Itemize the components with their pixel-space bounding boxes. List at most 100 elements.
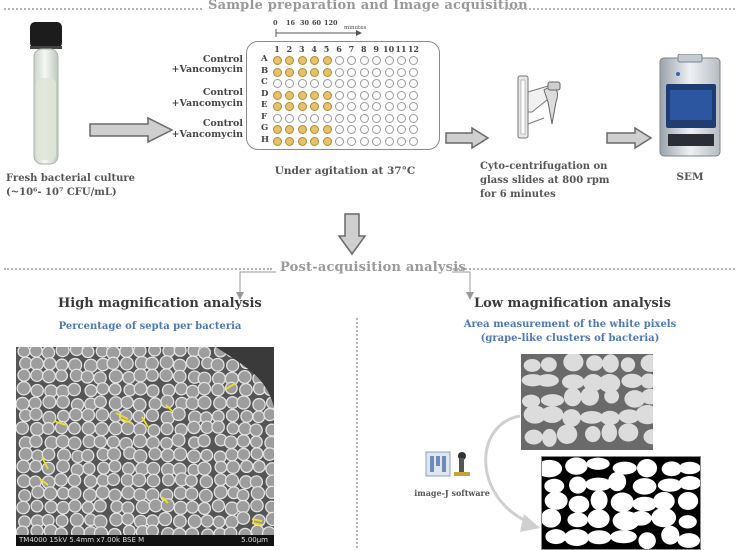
- coccus-cell: [30, 383, 44, 398]
- coccus-cell: [16, 474, 31, 489]
- plate-well: [409, 102, 419, 111]
- plate-side-label-5: Control: [202, 118, 243, 129]
- plate-well: [359, 67, 369, 77]
- time-tick-16: 16: [286, 19, 296, 27]
- coccus-cell: [67, 382, 82, 397]
- bacteria-cluster: [536, 374, 559, 387]
- bacteria-cluster: [635, 404, 653, 425]
- coccus-cell: [145, 408, 160, 423]
- plate-column-label: 8: [361, 44, 367, 54]
- bacteria-cluster: [640, 388, 653, 405]
- plate-well: [397, 136, 406, 146]
- coccus-cell: [41, 347, 56, 360]
- sem-microscope-icon: [659, 54, 721, 157]
- bacteria-cluster: [677, 491, 699, 510]
- coccus-cell: [199, 474, 214, 489]
- coccus-cell: [146, 384, 160, 398]
- plate-well: [335, 79, 344, 88]
- bacteria-cluster: [590, 490, 608, 511]
- coccus-cell: [29, 347, 43, 358]
- plate-well: [335, 90, 344, 100]
- plate-well: [347, 90, 357, 100]
- coccus-cell: [214, 460, 228, 474]
- plate-row-label: H: [261, 134, 270, 145]
- coccus-cell: [252, 410, 266, 424]
- time-axis-icon: [275, 29, 362, 37]
- coccus-cell: [17, 368, 31, 382]
- bacteria-cluster: [565, 457, 588, 475]
- plate-well: [322, 125, 332, 134]
- cocci-micrograph: [16, 347, 274, 542]
- plate-well: [297, 56, 307, 65]
- coccus-cell: [119, 347, 134, 358]
- bacteria-cluster: [540, 394, 565, 407]
- plate-well: [310, 113, 320, 123]
- plate-well: [297, 136, 307, 146]
- bacteria-cluster: [545, 529, 567, 545]
- imagej-label: image-J software: [414, 488, 490, 498]
- bacteria-cluster: [618, 423, 639, 442]
- plate-well: [310, 90, 320, 100]
- coccus-cell: [236, 434, 251, 448]
- plate-well: [384, 90, 394, 100]
- coccus-cell: [265, 462, 274, 477]
- coccus-cell: [108, 421, 123, 436]
- coccus-cell: [148, 347, 162, 357]
- coccus-cell: [56, 500, 71, 515]
- coccus-cell: [213, 396, 227, 410]
- plate-well: [347, 67, 357, 77]
- coccus-cell: [67, 421, 81, 435]
- plate-well: [347, 79, 357, 88]
- bacteria-cluster: [568, 495, 590, 513]
- coccus-cell: [157, 511, 173, 527]
- coccus-cell: [94, 421, 110, 437]
- coccus-cell: [56, 409, 70, 423]
- bacteria-cluster: [624, 390, 646, 408]
- coccus-cell: [16, 421, 30, 435]
- coccus-cell: [148, 498, 163, 513]
- plate-well: [397, 102, 406, 111]
- bacteria-cluster: [540, 406, 564, 423]
- coccus-cell: [238, 421, 252, 436]
- bacteria-cluster: [632, 496, 657, 512]
- plate-side-label-2: +Vancomycin: [171, 64, 243, 75]
- coccus-cell: [132, 433, 148, 449]
- plate-row-label: A: [261, 54, 268, 64]
- coccus-cell: [133, 368, 148, 383]
- septum-marker: [141, 416, 149, 428]
- plate-side-label-3: Control: [202, 87, 243, 98]
- coccus-cell: [30, 368, 44, 382]
- coccus-cell: [56, 394, 70, 409]
- divider-mid-left: [4, 268, 272, 270]
- coccus-cell: [44, 500, 58, 514]
- plate-well: [297, 125, 307, 134]
- bacteria-cluster: [678, 515, 697, 529]
- coccus-cell: [265, 485, 274, 500]
- divider-mid-right: [450, 268, 735, 270]
- plate-well: [322, 67, 332, 77]
- plate-well: [397, 113, 406, 123]
- coccus-cell: [263, 407, 274, 422]
- coccus-cell: [16, 459, 31, 474]
- coccus-cell: [265, 423, 274, 437]
- coccus-cell: [197, 381, 212, 396]
- low-mag-subtitle-2: (grape-like clusters of bacteria): [480, 333, 660, 344]
- bacteria-cluster: [677, 533, 700, 548]
- septum-marker: [251, 522, 263, 526]
- plate-column-label: 3: [299, 44, 305, 54]
- bacteria-cluster: [556, 424, 578, 445]
- sem-scalebar-info: TM4000 15kV 5.4mm x7.00k BSE M: [19, 536, 145, 544]
- bacteria-cluster: [621, 373, 643, 388]
- plate-well: [335, 113, 344, 123]
- septum-marker: [165, 404, 173, 412]
- coccus-cell: [67, 436, 82, 451]
- coccus-cell: [56, 486, 70, 500]
- bacteria-cluster: [587, 530, 612, 545]
- sem-scalebar: TM4000 15kV 5.4mm x7.00k BSE M 5.00μm: [16, 535, 274, 546]
- high-mag-title: High magnification analysis: [58, 296, 262, 311]
- coccus-cell: [211, 382, 225, 397]
- plate-well: [273, 113, 282, 123]
- branch-arrow-right-icon: [452, 271, 474, 300]
- coccus-cell: [41, 447, 56, 462]
- plate-well: [347, 102, 357, 111]
